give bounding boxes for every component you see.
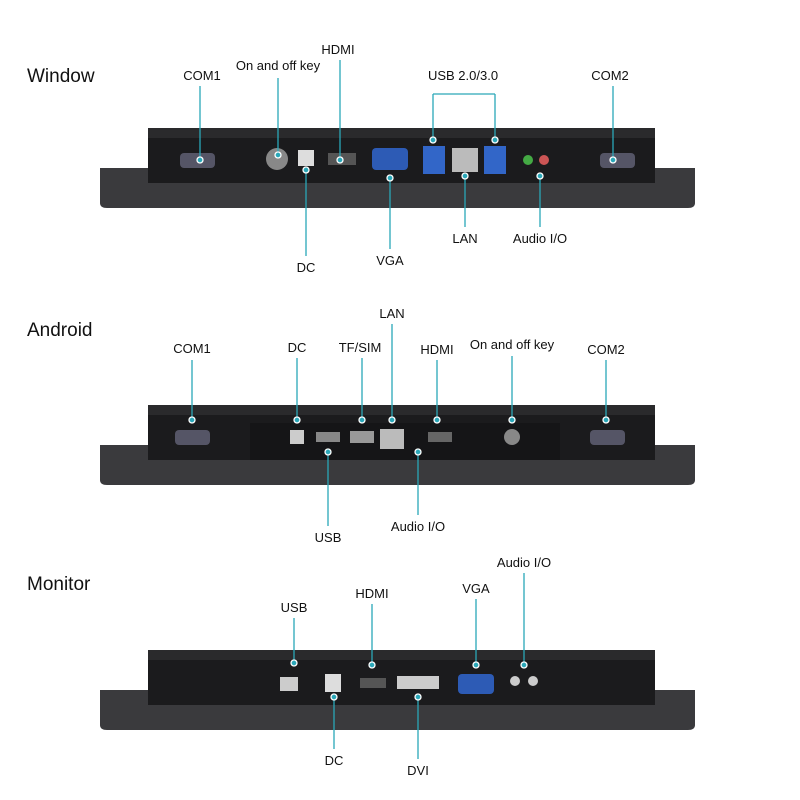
monitor-callout-dot-audio (520, 661, 528, 669)
window-callout-dot-lan (461, 172, 469, 180)
callout-lines (188, 60, 617, 759)
section-title-android: Android (27, 320, 93, 341)
monitor-callout-dot-hdmi (368, 661, 376, 669)
monitor-label-dvi: DVI (407, 763, 429, 778)
window-label-dc: DC (296, 260, 316, 275)
window-label-vga: VGA (376, 253, 404, 268)
android-label-audio: Audio I/O (390, 519, 446, 534)
android-label-hdmi: HDMI (420, 342, 454, 357)
android-label-dc: DC (287, 340, 307, 355)
window-label-power: On and off key (235, 58, 321, 73)
window-label-hdmi: HDMI (321, 42, 355, 57)
monitor-callout-dot-vga (472, 661, 480, 669)
android-callout-dot-com2 (602, 416, 610, 424)
android-callout-dot-power (508, 416, 516, 424)
window-callout-dot-com2 (609, 156, 617, 164)
monitor-label-usb: USB (280, 600, 308, 615)
monitor-callout-dot-dc (330, 693, 338, 701)
window-label-audio: Audio I/O (512, 231, 568, 246)
window-label-com2: COM2 (591, 68, 629, 83)
window-label-lan: LAN (452, 231, 478, 246)
android-callout-dot-lan (388, 416, 396, 424)
android-device (100, 405, 695, 485)
android-label-power: On and off key (469, 337, 555, 352)
android-callout-dot-dc (293, 416, 301, 424)
monitor-label-vga: VGA (462, 581, 490, 596)
android-callout-dot-com1 (188, 416, 196, 424)
window-label-com1: COM1 (183, 68, 221, 83)
android-label-usb: USB (314, 530, 342, 545)
android-label-lan: LAN (379, 306, 405, 321)
window-device (100, 128, 695, 208)
monitor-label-hdmi: HDMI (355, 586, 389, 601)
window-callout-dot-usb-right (491, 136, 499, 144)
android-callout-dot-audio (414, 448, 422, 456)
window-callout-dot-dc (302, 166, 310, 174)
window-callout-dot-hdmi (336, 156, 344, 164)
section-title-monitor: Monitor (27, 574, 91, 595)
android-label-com2: COM2 (587, 342, 625, 357)
monitor-callout-dot-usb (290, 659, 298, 667)
section-title-window: Window (27, 66, 95, 87)
window-callout-dot-audio (536, 172, 544, 180)
monitor-label-dc: DC (324, 753, 344, 768)
monitor-callout-dot-dvi (414, 693, 422, 701)
window-callout-dot-usb-left (429, 136, 437, 144)
window-label-usb: USB 2.0/3.0 (427, 68, 499, 83)
android-callout-dot-usb (324, 448, 332, 456)
window-callout-dot-vga (386, 174, 394, 182)
monitor-device (100, 650, 695, 730)
monitor-label-audio: Audio I/O (496, 555, 552, 570)
android-label-tfsim: TF/SIM (338, 340, 382, 355)
android-label-com1: COM1 (173, 341, 211, 356)
window-callout-dot-power (274, 151, 282, 159)
android-callout-dot-hdmi (433, 416, 441, 424)
window-callout-dot-com1 (196, 156, 204, 164)
android-callout-dot-tfsim (358, 416, 366, 424)
